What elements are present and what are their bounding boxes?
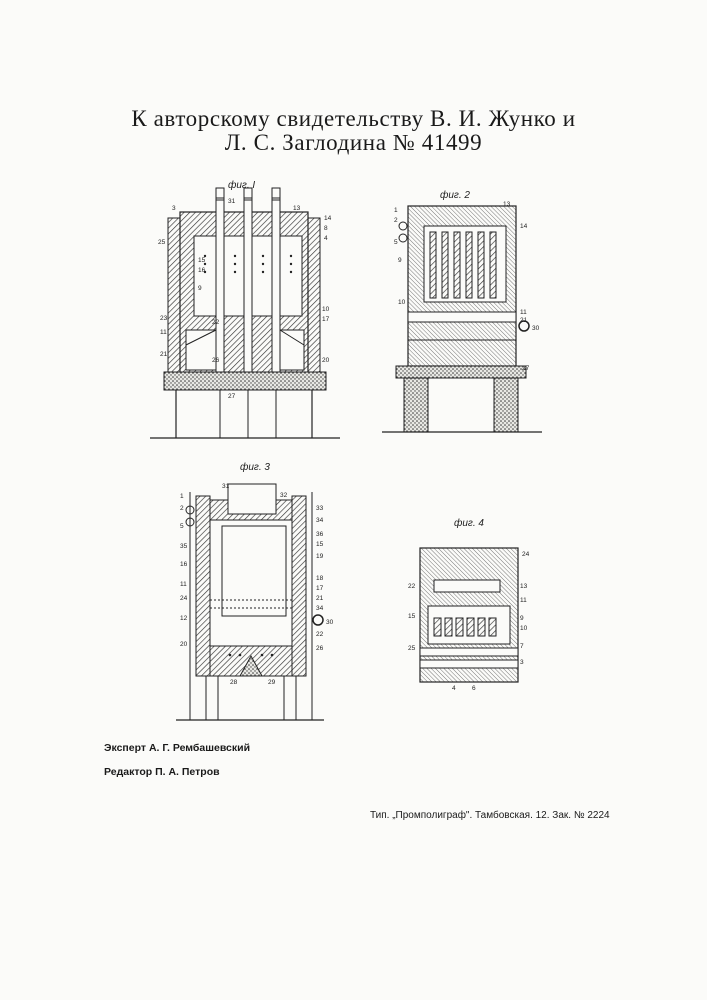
fig1-label: 26	[212, 357, 220, 364]
fig3-label: 24	[180, 595, 188, 602]
fig3-label: 22	[316, 631, 324, 638]
fig1-label: 23	[160, 315, 168, 322]
fig2-label: 11	[520, 309, 527, 316]
fig1-label: 8	[324, 225, 328, 232]
fig2-label: 14	[520, 223, 528, 230]
fig3-label: 33	[316, 505, 324, 512]
fig1-label: 16	[198, 267, 206, 274]
fig3-label: 35	[180, 543, 188, 550]
fig4-label: 22	[408, 583, 416, 590]
fig1-label: 17	[322, 316, 330, 323]
fig3-caption: фиг. 3	[240, 461, 270, 473]
fig4-label: 11	[520, 597, 527, 604]
fig3-label: 2	[180, 505, 184, 512]
fig4-label: 7	[520, 643, 524, 650]
fig1-label: 31	[228, 198, 236, 205]
fig4-label: 13	[520, 583, 528, 590]
fig3-label: 34	[316, 517, 324, 524]
fig3-label: 12	[180, 615, 188, 622]
fig4-label: 4	[452, 685, 456, 692]
fig3-label: 30	[326, 619, 334, 626]
fig3-label: 19	[316, 553, 324, 560]
fig4-label: 15	[408, 613, 416, 620]
figure-2-drawing: фиг. 2 1 2 13 14 5 9 10 11 21 30 27	[382, 189, 542, 432]
fig3-label: 5	[180, 523, 184, 530]
fig4-label: 24	[522, 551, 530, 558]
fig2-label: 30	[532, 325, 540, 332]
fig3-label: 16	[180, 561, 188, 568]
fig1-label: 3	[172, 205, 176, 212]
fig2-label: 13	[503, 201, 511, 208]
fig1-label: 10	[322, 306, 330, 313]
fig3-label: 36	[316, 531, 324, 538]
fig2-label: 9	[398, 257, 402, 264]
fig4-label: 25	[408, 645, 416, 652]
figure-3-drawing: фиг. 3 31 32 33 1 2 5 34 35 36 15 19 16	[176, 461, 334, 720]
fig3-label: 31	[222, 483, 230, 490]
fig1-caption: фиг. I	[228, 179, 255, 191]
figure-4-drawing: фиг. 4 24 22 13 11 15 9 10 7 25 3 4 6	[408, 517, 530, 692]
fig2-label: 2	[394, 217, 398, 224]
expert-credit: Эксперт А. Г. Рембашевский	[104, 742, 250, 754]
fig2-label: 21	[520, 317, 528, 324]
fig3-label: 18	[316, 575, 324, 582]
fig1-label: 25	[158, 239, 166, 246]
fig4-caption: фиг. 4	[454, 517, 484, 529]
fig2-label: 1	[394, 207, 398, 214]
fig3-label: 11	[180, 581, 187, 588]
fig4-label: 9	[520, 615, 524, 622]
fig1-label: 9	[198, 285, 202, 292]
printer-imprint: Тип. „Промполиграф". Тамбовская. 12. Зак…	[370, 810, 610, 821]
fig3-label: 15	[316, 541, 324, 548]
fig1-label: 27	[228, 393, 236, 400]
fig1-label: 11	[160, 329, 167, 336]
fig1-label: 4	[324, 235, 328, 242]
fig3-label: 32	[280, 492, 288, 499]
fig1-label: 14	[324, 215, 332, 222]
fig2-label: 27	[522, 365, 530, 372]
fig3-label: 28	[230, 679, 238, 686]
fig1-label: 22	[212, 319, 220, 326]
fig3-label: 1	[180, 493, 184, 500]
figure-1-drawing: фиг. I	[150, 179, 340, 438]
fig1-label: 15	[198, 257, 206, 264]
fig3-label: 34	[316, 605, 324, 612]
fig2-label: 5	[394, 239, 398, 246]
fig1-label: 21	[160, 351, 168, 358]
fig2-caption: фиг. 2	[440, 189, 470, 201]
fig1-label: 13	[293, 205, 301, 212]
fig4-label: 6	[472, 685, 476, 692]
fig1-label: 20	[322, 357, 330, 364]
editor-credit: Редактор П. А. Петров	[104, 766, 220, 778]
fig4-label: 10	[520, 625, 528, 632]
fig3-label: 21	[316, 595, 324, 602]
fig2-label: 10	[398, 299, 406, 306]
fig3-label: 29	[268, 679, 276, 686]
fig3-label: 17	[316, 585, 324, 592]
fig3-label: 20	[180, 641, 188, 648]
fig4-label: 3	[520, 659, 524, 666]
fig3-label: 26	[316, 645, 324, 652]
